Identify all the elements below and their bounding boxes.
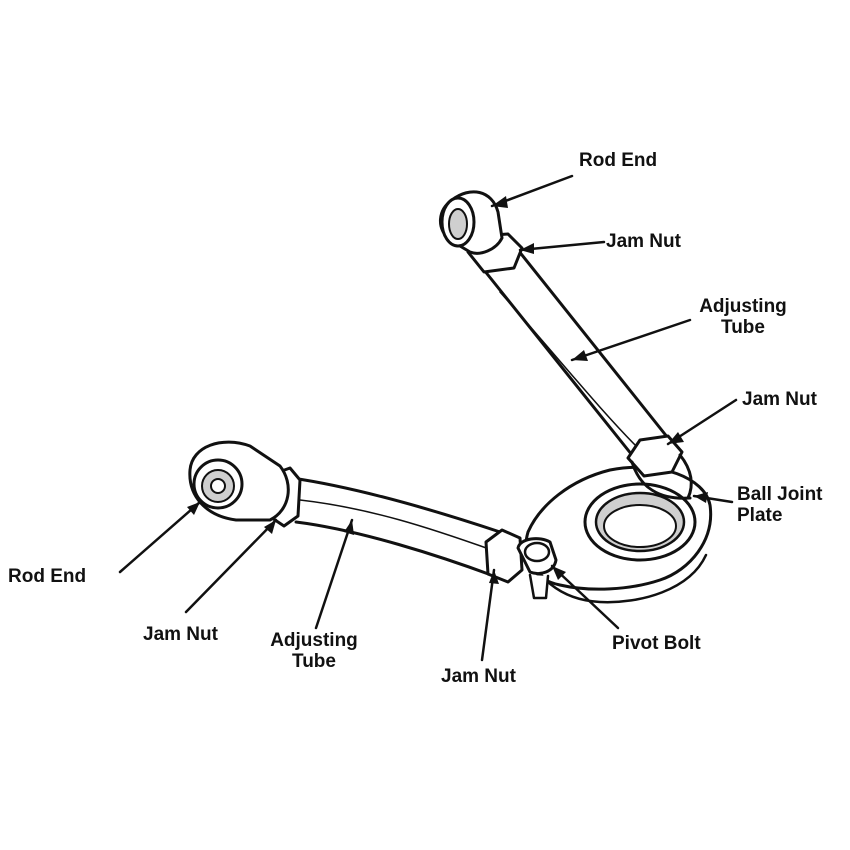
upper-adjusting-tube xyxy=(482,248,670,457)
leader-pivot-bolt xyxy=(550,564,620,630)
arrow-pivot-bolt xyxy=(552,566,566,580)
label-ball-joint-plate: Ball Joint Plate xyxy=(737,484,823,526)
label-jam-nut-top: Jam Nut xyxy=(606,231,681,252)
label-adjusting-tube-bottom-line1: Adjusting xyxy=(270,630,358,651)
label-adjusting-tube-top: Adjusting Tube xyxy=(688,296,798,338)
lower-adjusting-tube xyxy=(290,476,502,578)
leader-jam-nut-bottom xyxy=(480,568,496,662)
leader-adjusting-tube-bottom xyxy=(314,518,354,630)
label-jam-nut-right: Jam Nut xyxy=(742,389,817,410)
arrow-ball-joint-plate xyxy=(694,492,708,503)
lower-right-jam-nut xyxy=(484,528,524,584)
label-adjusting-tube-bottom-line2: Tube xyxy=(292,651,336,672)
label-rod-end-top: Rod End xyxy=(579,150,658,171)
arrow-adjusting-tube-bottom xyxy=(344,520,354,535)
arrow-adjusting-tube-top xyxy=(572,350,588,361)
upper-lower-jam-nut xyxy=(626,434,693,500)
label-ball-joint-plate-line2: Plate xyxy=(737,505,783,526)
upper-rod-end xyxy=(439,190,504,255)
arrow-jam-nut-top xyxy=(520,243,534,254)
label-jam-nut-left: Jam Nut xyxy=(143,624,218,645)
leader-jam-nut-left xyxy=(184,518,278,614)
lower-rod-end xyxy=(188,440,290,522)
label-adjusting-tube-top-line1: Adjusting xyxy=(699,296,787,317)
ball-joint-plate xyxy=(524,465,713,604)
arrow-rod-end-top xyxy=(492,196,508,208)
label-adjusting-tube-bottom: Adjusting Tube xyxy=(262,630,366,672)
pivot-bolt xyxy=(516,537,558,600)
label-adjusting-tube-top-line2: Tube xyxy=(721,317,765,338)
label-ball-joint-plate-line1: Ball Joint xyxy=(737,484,823,505)
arrow-jam-nut-right xyxy=(668,432,684,444)
arrow-heads xyxy=(187,196,708,584)
arrow-jam-nut-bottom xyxy=(489,570,499,584)
arrow-rod-end-left xyxy=(187,502,200,515)
leader-adjusting-tube-top xyxy=(570,318,692,362)
arrow-jam-nut-left xyxy=(264,520,276,534)
leader-rod-end-left xyxy=(118,500,202,574)
label-jam-nut-bottom: Jam Nut xyxy=(441,666,516,687)
label-pivot-bolt: Pivot Bolt xyxy=(612,633,701,654)
label-rod-end-left: Rod End xyxy=(8,566,87,587)
